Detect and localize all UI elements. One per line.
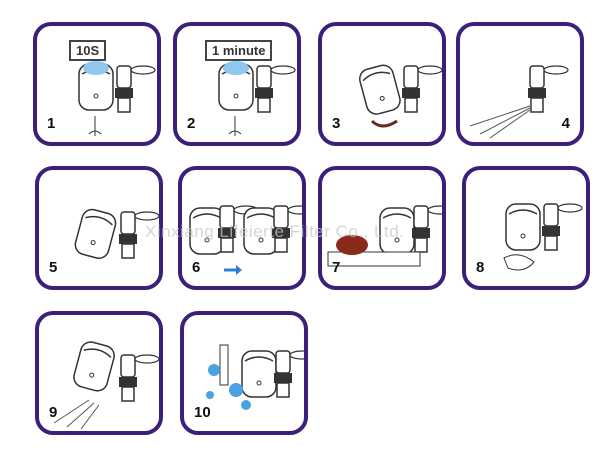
- step-number: 1: [47, 115, 56, 132]
- filter-spray-illustration: [53, 339, 159, 430]
- step-panel-1: 10S 1: [33, 22, 161, 146]
- timer-sign: 1 minute: [205, 40, 273, 61]
- step-panel-3: 3: [318, 22, 446, 146]
- water-icon: [223, 61, 249, 75]
- step-panel-2: 1 minute 2: [173, 22, 301, 146]
- filter-cleaning-illustration: [206, 344, 304, 410]
- step-panel-6: 6: [178, 166, 306, 290]
- step-number: 10: [194, 404, 211, 421]
- step-panel-9: 9: [35, 311, 163, 435]
- step-number: 6: [192, 259, 201, 276]
- filter-faucet-illustration: [78, 61, 156, 136]
- water-icon: [83, 61, 109, 75]
- step-number: 4: [561, 115, 570, 132]
- filter-dish-illustration: [327, 205, 442, 267]
- step-panel-7: 7: [318, 166, 446, 290]
- step-number: 3: [332, 115, 341, 132]
- step-panel-5: 5: [35, 166, 163, 290]
- step-panel-4: 4: [456, 22, 584, 146]
- watermark: Xinxiang Lifeierte Filter Co., Ltd.: [145, 222, 405, 241]
- brush-icon: [219, 344, 229, 386]
- step-number: 8: [476, 259, 485, 276]
- step-number: 5: [49, 259, 58, 276]
- hands-washing-illustration: [503, 203, 583, 271]
- step-number: 9: [49, 404, 58, 421]
- timer-sign: 10S: [69, 40, 107, 61]
- filter-tilted-illustration: [356, 62, 442, 128]
- step-number: 7: [332, 259, 341, 276]
- faucet-spray-illustration: [469, 65, 569, 139]
- step-panel-10: 10: [180, 311, 308, 435]
- filter-comparison-illustration: [189, 205, 302, 275]
- filter-faucet-illustration: [218, 61, 296, 136]
- step-panel-8: 8: [462, 166, 590, 290]
- step-number: 2: [187, 115, 196, 132]
